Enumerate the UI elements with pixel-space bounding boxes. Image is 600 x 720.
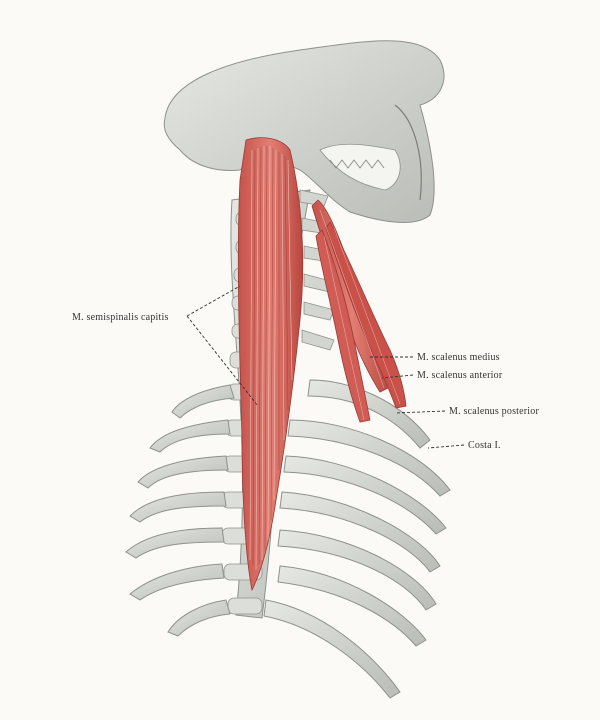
leader-semispinalis-upper xyxy=(186,285,241,317)
label-scalenus-posterior: M. scalenus posterior xyxy=(449,406,540,417)
scalene-muscles xyxy=(311,199,407,423)
ribs-right xyxy=(263,379,451,699)
label-scalenus-anterior: M. scalenus anterior xyxy=(417,370,503,381)
label-scalenus-medius: M. scalenus medius xyxy=(417,352,500,363)
ribs-left xyxy=(125,384,235,637)
scalenus-posterior-muscle xyxy=(325,221,407,409)
label-semispinalis-capitis: M. semispinalis capitis xyxy=(72,312,169,323)
label-costa-i: Costa I. xyxy=(468,440,501,451)
scalenus-anterior-muscle xyxy=(315,229,371,423)
leader-lines xyxy=(186,285,465,449)
leader-scalenus-posterior xyxy=(395,410,446,414)
semispinalis-capitis-muscle xyxy=(237,137,304,592)
leader-costa xyxy=(427,444,465,449)
leader-semispinalis-lower xyxy=(186,315,259,407)
leader-scalenus-anterior xyxy=(381,374,414,379)
skull xyxy=(163,40,445,223)
